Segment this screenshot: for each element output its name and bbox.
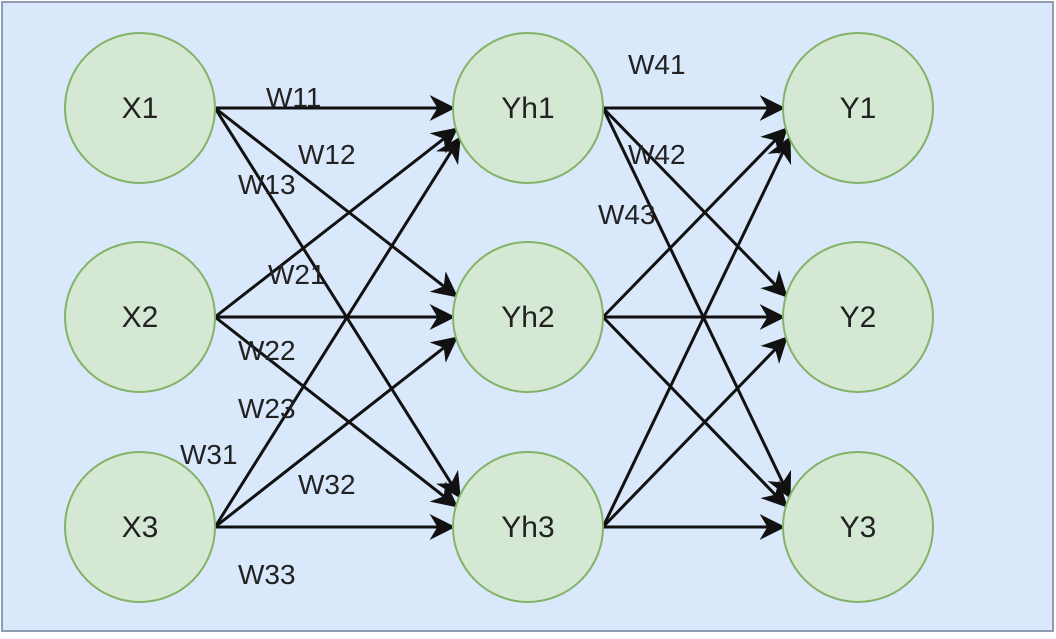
edge-x2-yh3 — [214, 315, 459, 508]
node-label: Y1 — [840, 92, 877, 125]
node-yh1: Yh1 — [452, 32, 604, 184]
node-circle — [64, 241, 216, 393]
weight-labels: W11 W12 W13 W21 W22 W23 W31 W32 W33 W41 … — [180, 49, 686, 590]
node-circle — [782, 451, 934, 603]
edge-yh2-y3 — [601, 315, 788, 508]
node-label: X2 — [122, 301, 159, 334]
node-circle — [452, 451, 604, 603]
node-label: X1 — [122, 92, 159, 125]
node-y1: Y1 — [782, 32, 934, 184]
node-label: X3 — [122, 511, 159, 544]
weight-label-w32: W32 — [298, 469, 356, 500]
weight-label-w43: W43 — [598, 199, 656, 230]
node-label: Y3 — [840, 511, 877, 544]
node-y2: Y2 — [782, 241, 934, 393]
edge-x2-yh1 — [214, 127, 459, 319]
node-y3: Y3 — [782, 451, 934, 603]
weight-label-w12: W12 — [298, 139, 356, 170]
weight-label-w21: W21 — [268, 259, 326, 290]
node-label: Yh3 — [501, 511, 554, 544]
weight-label-w41: W41 — [628, 49, 686, 80]
node-circle — [64, 32, 216, 184]
weight-label-w42: W42 — [628, 139, 686, 170]
edge-yh3-y2 — [601, 336, 788, 529]
node-circle — [64, 451, 216, 603]
weight-label-w13: W13 — [238, 169, 296, 200]
edge-yh2-y1 — [601, 127, 788, 319]
edge-x1-yh3 — [213, 107, 461, 499]
node-label: Y2 — [840, 301, 877, 334]
node-x1: X1 — [64, 32, 216, 184]
weight-label-w31: W31 — [180, 439, 238, 470]
node-circle — [782, 241, 934, 393]
node-circle — [452, 32, 604, 184]
edge-yh3-y1 — [601, 136, 792, 528]
edge-x3-yh2 — [214, 336, 459, 529]
edge-x3-yh1 — [213, 136, 461, 528]
weight-label-w22: W22 — [238, 335, 296, 366]
weight-label-w23: W23 — [238, 393, 296, 424]
node-label: Yh1 — [501, 92, 554, 125]
node-circle — [782, 32, 934, 184]
node-label: Yh2 — [501, 301, 554, 334]
edge-yh1-y3 — [601, 107, 792, 499]
edge-yh1-y2 — [601, 106, 788, 298]
node-yh3: Yh3 — [452, 451, 604, 603]
node-x3: X3 — [64, 451, 216, 603]
node-yh2: Yh2 — [452, 241, 604, 393]
edge-x1-yh2 — [214, 106, 459, 298]
node-circle — [452, 241, 604, 393]
weight-label-w11: W11 — [266, 82, 322, 113]
edges-group — [213, 95, 792, 540]
node-x2: X2 — [64, 241, 216, 393]
weight-label-w33: W33 — [238, 559, 296, 590]
